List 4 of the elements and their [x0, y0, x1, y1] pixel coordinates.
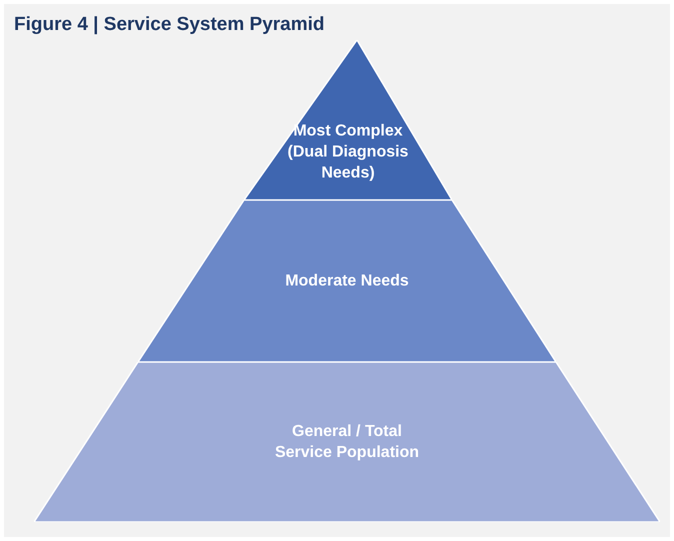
tier-label: Most Complex (Dual Diagnosis Needs) [286, 122, 410, 184]
tier-label: Moderate Needs [284, 272, 410, 292]
figure-title: Figure 4 | Service System Pyramid [14, 14, 325, 36]
tier-label: General / Total Service Population [274, 422, 420, 463]
